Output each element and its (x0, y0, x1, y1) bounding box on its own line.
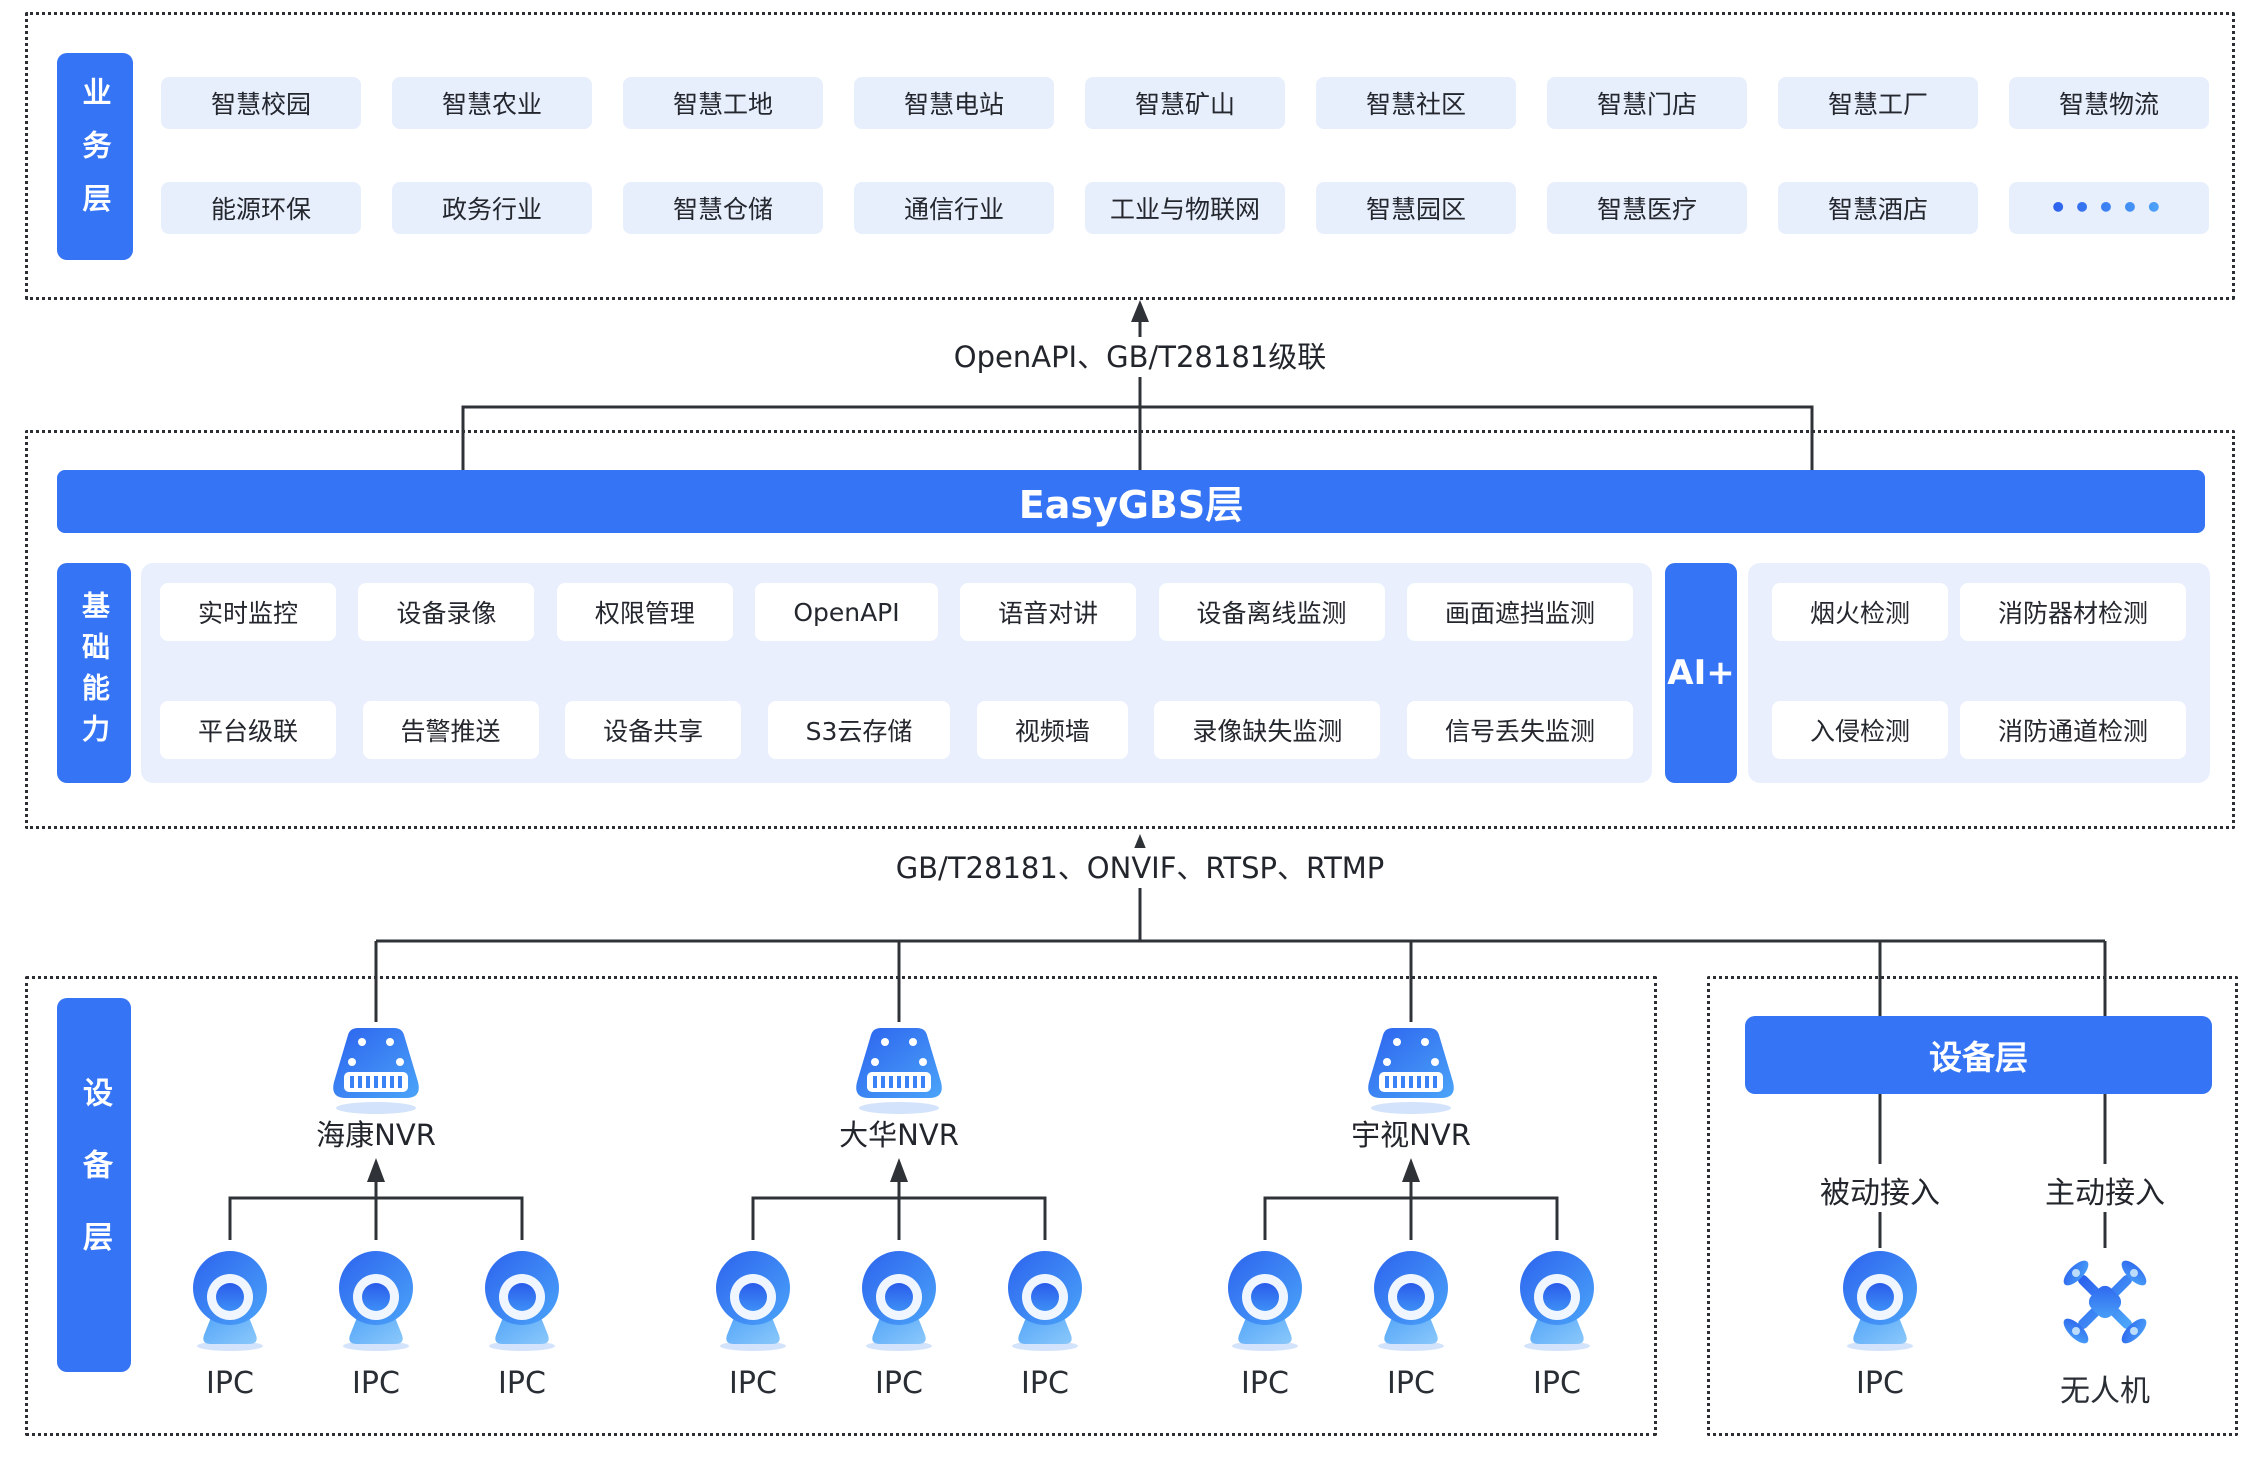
device-layer-right-box (1707, 976, 2238, 1436)
business-chip: 智慧工厂 (1778, 77, 1978, 129)
bottom-connector-label: GB/T28181、ONVIF、RTSP、RTMP (877, 848, 1403, 888)
business-chip: 智慧农业 (392, 77, 592, 129)
ai-capability-chip: 入侵检测 (1772, 701, 1949, 759)
business-chip: 智慧矿山 (1085, 77, 1285, 129)
business-chip: 工业与物联网 (1085, 182, 1285, 234)
device-layer-title-bar: 设备层 (1745, 1016, 2212, 1094)
drone-icon (2057, 1254, 2153, 1354)
nvr-name: 大华NVR (839, 1118, 959, 1152)
business-chip: 智慧园区 (1316, 182, 1516, 234)
more-businesses-chip: ••••• (2009, 182, 2209, 234)
capabilities-row-2: 平台级联 告警推送 设备共享 S3云存储 视频墙 录像缺失监测 信号丢失监测 (160, 701, 1633, 759)
nvr-icon (324, 1024, 428, 1120)
capability-chip: 视频墙 (976, 701, 1128, 759)
ipc-camera-icon (476, 1250, 568, 1356)
ipc-camera-icon (1219, 1250, 1311, 1356)
capability-chip: 语音对讲 (960, 583, 1137, 641)
business-layer-box (25, 12, 2235, 300)
ipc-camera-icon (707, 1250, 799, 1356)
business-chip: 通信行业 (854, 182, 1054, 234)
ai-plus-label: AI+ (1665, 563, 1737, 783)
capabilities-row-1: 实时监控 设备录像 权限管理 OpenAPI 语音对讲 设备离线监测 画面遮挡监… (160, 583, 1633, 641)
nvr-name: 宇视NVR (1351, 1118, 1471, 1152)
ai-capability-chip: 消防器材检测 (1959, 583, 2186, 641)
ipc-label: IPC (875, 1366, 923, 1401)
top-connector-label: OpenAPI、GB/T28181级联 (935, 337, 1345, 377)
ipc-camera-icon (853, 1250, 945, 1356)
capability-chip: 实时监控 (160, 583, 337, 641)
nvr-icon (1359, 1024, 1463, 1120)
business-chip: 智慧工地 (623, 77, 823, 129)
device-layer-box (25, 976, 1657, 1436)
business-chip: 智慧校园 (161, 77, 361, 129)
ipc-camera-icon (1511, 1250, 1603, 1356)
ipc-camera-icon (184, 1250, 276, 1356)
ipc-camera-icon (1834, 1250, 1926, 1356)
business-chip: 智慧门店 (1547, 77, 1747, 129)
business-chip: 能源环保 (161, 182, 361, 234)
ai-capability-chip: 烟火检测 (1772, 583, 1949, 641)
business-chip-row-2: 能源环保 政务行业 智慧仓储 通信行业 工业与物联网 智慧园区 智慧医疗 智慧酒… (161, 182, 2209, 234)
passive-access-label: 被动接入 (1810, 1168, 1950, 1212)
capability-chip: 平台级联 (160, 701, 337, 759)
ipc-label: IPC (729, 1366, 777, 1401)
ipc-label: IPC (498, 1366, 546, 1401)
capability-chip: 设备离线监测 (1158, 583, 1385, 641)
business-chip: 政务行业 (392, 182, 592, 234)
capability-chip: 设备共享 (565, 701, 742, 759)
capability-chip: OpenAPI (755, 583, 938, 641)
nvr-name: 海康NVR (316, 1118, 436, 1152)
ipc-camera-icon (1365, 1250, 1457, 1356)
capability-chip: 告警推送 (362, 701, 539, 759)
capability-chip: 画面遮挡监测 (1406, 583, 1633, 641)
more-dots-icon: ••••• (2049, 191, 2169, 224)
capability-chip: 设备录像 (358, 583, 535, 641)
active-access-label: 主动接入 (2035, 1168, 2175, 1212)
business-chip: 智慧社区 (1316, 77, 1516, 129)
ipc-label: IPC (1856, 1366, 1904, 1401)
ipc-label: IPC (1387, 1366, 1435, 1401)
capability-chip: 信号丢失监测 (1406, 701, 1633, 759)
ipc-label: IPC (1241, 1366, 1289, 1401)
ipc-label: IPC (1021, 1366, 1069, 1401)
business-chip: 智慧电站 (854, 77, 1054, 129)
capability-chip: 录像缺失监测 (1154, 701, 1381, 759)
ai-panel: 烟火检测 消防器材检测 入侵检测 消防通道检测 (1748, 563, 2210, 783)
business-chip-row-1: 智慧校园 智慧农业 智慧工地 智慧电站 智慧矿山 智慧社区 智慧门店 智慧工厂 … (161, 77, 2209, 129)
capabilities-panel: 实时监控 设备录像 权限管理 OpenAPI 语音对讲 设备离线监测 画面遮挡监… (141, 563, 1652, 783)
ai-row-1: 烟火检测 消防器材检测 (1772, 583, 2186, 641)
easygbs-title-bar: EasyGBS层 (57, 470, 2205, 533)
ai-capability-chip: 消防通道检测 (1959, 701, 2186, 759)
device-layer-label: 设备层 (57, 998, 131, 1372)
ipc-label: IPC (1533, 1366, 1581, 1401)
capabilities-label: 基础能力 (57, 563, 131, 783)
ipc-label: IPC (352, 1366, 400, 1401)
ipc-camera-icon (999, 1250, 1091, 1356)
ipc-label: IPC (206, 1366, 254, 1401)
business-chip: 智慧医疗 (1547, 182, 1747, 234)
drone-label: 无人机 (2060, 1374, 2150, 1409)
business-chip: 智慧酒店 (1778, 182, 1978, 234)
ipc-camera-icon (330, 1250, 422, 1356)
nvr-icon (847, 1024, 951, 1120)
business-layer-label: 业务层 (57, 53, 133, 260)
ai-row-2: 入侵检测 消防通道检测 (1772, 701, 2186, 759)
business-chip: 智慧物流 (2009, 77, 2209, 129)
business-chip: 智慧仓储 (623, 182, 823, 234)
capability-chip: S3云存储 (767, 701, 951, 759)
capability-chip: 权限管理 (556, 583, 733, 641)
